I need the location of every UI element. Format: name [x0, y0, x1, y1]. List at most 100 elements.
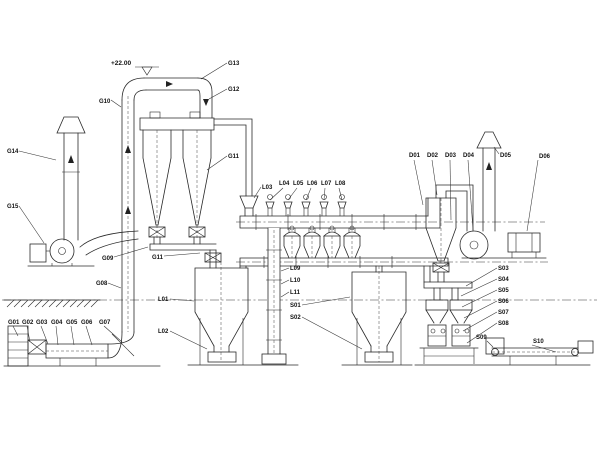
label-S04: S04: [460, 277, 509, 297]
label-L05: L05: [287, 181, 304, 201]
label-G11-b: G11: [152, 252, 201, 261]
label-G02: G02: [22, 320, 34, 343]
svg-text:S03: S03: [498, 266, 509, 272]
flow-arrow-icon: [125, 145, 131, 153]
label-D04: D04: [463, 153, 475, 231]
svg-text:G13: G13: [228, 61, 240, 67]
svg-text:G01: G01: [8, 320, 20, 326]
svg-text:S06: S06: [498, 299, 509, 305]
flow-arrow-icon: [68, 155, 74, 163]
label-G01: G01: [8, 320, 20, 337]
label-S03: S03: [465, 266, 509, 287]
blower-left: [27, 238, 95, 267]
svg-text:G11: G11: [152, 255, 164, 261]
svg-text:L07: L07: [321, 181, 332, 187]
label-L06: L06: [305, 181, 318, 201]
svg-text:L05: L05: [293, 181, 304, 187]
standpipe: [261, 227, 287, 365]
svg-text:G14: G14: [7, 149, 19, 155]
label-G07: G07: [99, 320, 123, 343]
label-S08: S08: [466, 321, 509, 344]
label-S07: S07: [462, 310, 509, 332]
svg-text:S05: S05: [498, 288, 509, 294]
label-L11: L11: [280, 290, 301, 298]
label-G05: G05: [66, 320, 78, 346]
svg-text:G06: G06: [81, 320, 93, 326]
elevation-marker: [135, 66, 159, 76]
label-S06: S06: [463, 299, 509, 319]
svg-text:G12: G12: [228, 87, 240, 93]
svg-text:G09: G09: [102, 256, 114, 262]
label-L02: L02: [158, 329, 208, 350]
floor-and-ground: [3, 299, 591, 367]
svg-text:L03: L03: [262, 185, 273, 191]
discharge-conveyor: [485, 337, 594, 365]
label-L10: L10: [280, 278, 301, 285]
duct-fittings: [265, 194, 347, 216]
svg-text:D06: D06: [539, 154, 551, 160]
bagging-station: [419, 281, 479, 364]
label-S10: S10: [531, 339, 557, 353]
svg-text:G08: G08: [96, 281, 108, 287]
svg-text:G02: G02: [22, 320, 34, 326]
svg-text:S04: S04: [498, 277, 509, 283]
svg-text:G07: G07: [99, 320, 111, 326]
svg-text:L08: L08: [335, 181, 346, 187]
svg-text:G15: G15: [7, 204, 19, 210]
svg-text:G03: G03: [36, 320, 48, 326]
svg-text:D01: D01: [409, 153, 421, 159]
product-hopper-2: [351, 266, 407, 365]
label-elevation: +22.00: [111, 60, 131, 67]
svg-text:S10: S10: [533, 339, 544, 345]
svg-text:D03: D03: [445, 153, 457, 159]
label-S09: S09: [476, 335, 494, 348]
label-L07: L07: [321, 181, 332, 201]
svg-text:S09: S09: [476, 335, 487, 341]
svg-text:G05: G05: [66, 320, 78, 326]
svg-text:D04: D04: [463, 153, 475, 159]
label-G03: G03: [36, 320, 49, 345]
label-G04: G04: [51, 320, 63, 346]
flow-arrow-icon: [486, 162, 492, 170]
svg-text:G11: G11: [228, 154, 240, 160]
inline-separators: [283, 225, 361, 259]
svg-text:G10: G10: [99, 99, 111, 105]
label-L03: L03: [253, 185, 273, 199]
svg-text:L02: L02: [158, 329, 169, 335]
feed-system: [7, 325, 135, 367]
label-L01: L01: [158, 297, 195, 303]
riser-duct: [107, 77, 213, 359]
svg-text:L09: L09: [290, 266, 301, 272]
svg-text:D05: D05: [500, 153, 512, 159]
label-S02: S02: [290, 315, 363, 350]
svg-text:S07: S07: [498, 310, 509, 316]
dust-collection-right: [425, 131, 547, 283]
label-G14: G14: [7, 149, 57, 161]
label-G11: G11: [206, 154, 240, 171]
label-S01: S01: [290, 296, 351, 309]
label-L08: L08: [335, 181, 346, 201]
label-G08: G08: [96, 281, 122, 289]
labels: +22.00 G01 G02 G03 G04 G05 G06 G07 G08 G…: [7, 60, 557, 353]
label-S05: S05: [461, 288, 509, 308]
label-D03: D03: [445, 153, 457, 221]
exhaust-stack-left: [56, 116, 86, 241]
svg-text:L01: L01: [158, 297, 169, 303]
label-G12: G12: [208, 87, 240, 100]
svg-text:S01: S01: [290, 303, 301, 309]
label-L04: L04: [269, 181, 290, 201]
svg-text:L11: L11: [290, 290, 301, 296]
label-L09: L09: [280, 266, 301, 272]
svg-text:S02: S02: [290, 315, 301, 321]
svg-text:L10: L10: [290, 278, 301, 284]
label-G10: G10: [99, 99, 122, 108]
flow-arrow-icon: [125, 206, 131, 214]
label-D02: D02: [427, 153, 439, 196]
label-G15: G15: [7, 204, 45, 244]
svg-text:+22.00: +22.00: [111, 60, 131, 67]
svg-text:S08: S08: [498, 321, 509, 327]
label-G09: G09: [102, 246, 149, 262]
label-D06: D06: [526, 154, 551, 232]
flow-arrow-icon: [166, 81, 173, 87]
